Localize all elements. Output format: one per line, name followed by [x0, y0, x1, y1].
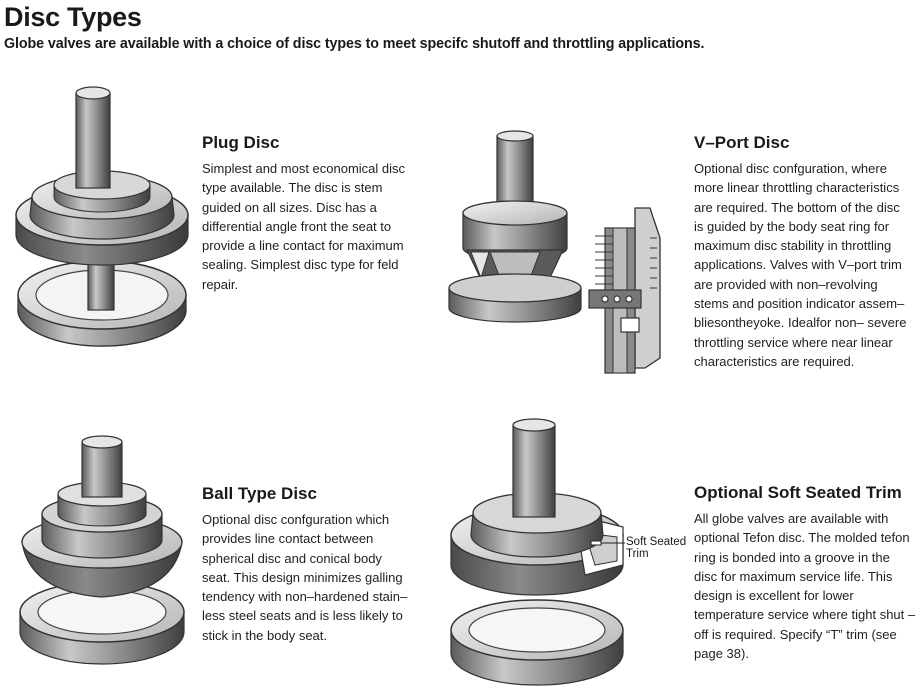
soft-seated-trim-illustration: [450, 418, 625, 686]
soft-seated-trim-description: All globe valves are available with opti…: [694, 511, 916, 662]
ball-type-disc-description: Optional disc confguration which provide…: [202, 512, 408, 643]
plug-disc-section: Plug Disc Simplest and most economical d…: [202, 133, 407, 294]
v-port-disc-illustration: [448, 130, 661, 374]
soft-seated-trim-callout: Soft Seated Trim: [626, 536, 687, 560]
page-title: Disc Types: [4, 2, 142, 32]
ball-type-disc-illustration: [19, 435, 185, 665]
v-port-disc-heading: V–Port Disc: [694, 133, 790, 152]
plug-disc-illustration: [15, 86, 189, 347]
plug-disc-description: Simplest and most economical disc type a…: [202, 161, 406, 292]
ball-type-disc-heading: Ball Type Disc: [202, 484, 317, 503]
v-port-disc-section: V–Port Disc Optional disc confguration, …: [694, 133, 910, 371]
soft-seated-trim-heading: Optional Soft Seated Trim: [694, 483, 902, 502]
ball-type-disc-section: Ball Type Disc Optional disc confguratio…: [202, 484, 410, 645]
v-port-disc-description: Optional disc confguration, where more l…: [694, 161, 907, 369]
plug-disc-heading: Plug Disc: [202, 133, 280, 152]
soft-seated-trim-section: Optional Soft Seated Trim All globe valv…: [694, 483, 916, 663]
page-intro: Globe valves are available with a choice…: [4, 36, 705, 52]
